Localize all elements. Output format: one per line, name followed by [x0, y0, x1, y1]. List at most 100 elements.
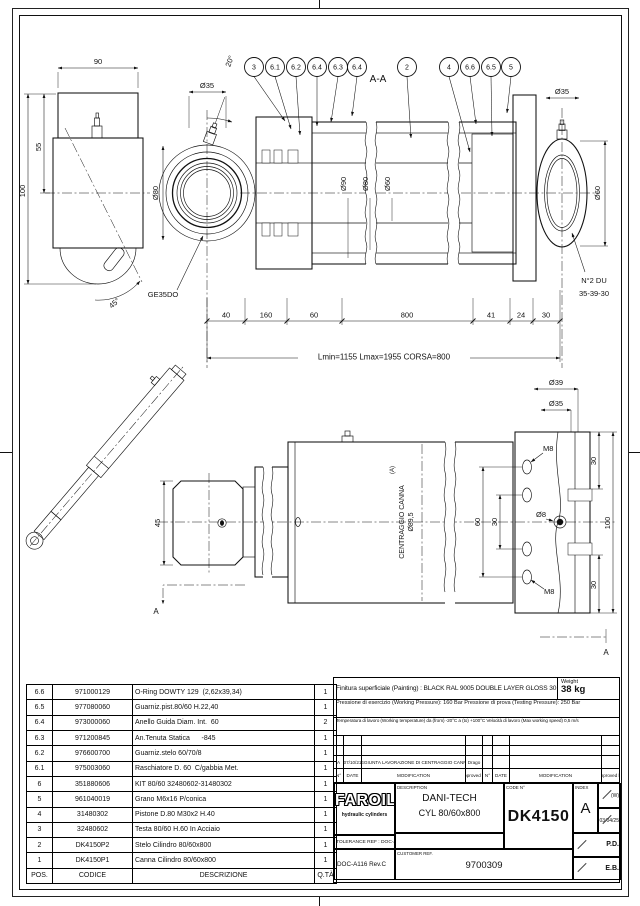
thread-top-label: M8: [543, 444, 553, 453]
svg-text:6.4: 6.4: [352, 65, 362, 72]
chain-dim-60: 60: [310, 311, 318, 320]
drawn-by-cell: P.D.: [573, 833, 621, 857]
tolerance-ref: TOLERANCE REF : DOC-A387: [334, 835, 395, 849]
pilot-dia35-label: Ø35: [549, 399, 563, 408]
svg-text:2: 2: [405, 65, 409, 72]
pos-cell: 4: [26, 806, 53, 823]
rev-date-header: DATE: [344, 769, 362, 782]
pressure-note: Pressione di esercizio (Working Pressure…: [336, 700, 581, 706]
code-cell: 976600700: [52, 745, 133, 762]
dim-100-label: 100: [20, 185, 27, 198]
desc-cell: Guarniz.stelo 60/70/8: [132, 745, 315, 762]
chain-dim-30: 30: [542, 311, 550, 320]
chain-dim-41: 41: [487, 311, 495, 320]
pos-cell: 1: [26, 852, 53, 869]
code-cell: 971000129: [52, 684, 133, 701]
index-cell: INDEX A: [573, 783, 598, 833]
pos-cell: 3: [26, 821, 53, 839]
dim-dia90-label: Ø90: [339, 177, 348, 191]
rev-mod-header: MODIFICATION: [510, 769, 602, 782]
logo-subtitle: hydraulic cylinders: [341, 812, 388, 818]
pos-header: POS.: [26, 867, 53, 885]
code-cell: CODE N° DK4150: [504, 783, 573, 849]
dim-dia80-section-label: Ø80: [361, 177, 370, 191]
centering-label: CENTRAGGIO CANNA: [399, 485, 406, 559]
frame-tick: [629, 452, 640, 453]
desc-cell: O-Ring DOWTY 129 (2,62x39,34): [132, 684, 315, 701]
rev-app-header: Approved by: [602, 773, 619, 778]
balloon: 6.4: [347, 57, 367, 117]
dim-20deg-label: 20°: [223, 54, 235, 68]
desc-cell: An.Tenuta Statica -845: [132, 730, 315, 747]
chain-dim-160: 160: [260, 311, 273, 320]
grease-nipple-icon: [202, 97, 225, 146]
svg-text:4: 4: [447, 65, 451, 72]
flange-dim-100: 100: [603, 517, 612, 530]
balloon: 6.1: [265, 57, 292, 130]
cylinder-outline-view: [25, 364, 187, 550]
index-label: INDEX: [575, 785, 589, 790]
pos-cell: 6.5: [26, 699, 53, 716]
section-label: A-A: [370, 74, 387, 85]
code-label: CODE N°: [506, 785, 525, 790]
index-value: A: [580, 800, 591, 817]
svg-text:6.1: 6.1: [270, 65, 280, 72]
rev-mod-header: MODIFICATION: [362, 769, 466, 782]
rev-no-header: N°: [483, 769, 493, 782]
balloon: 6.6: [460, 57, 480, 125]
code-header: CODICE: [52, 867, 133, 885]
doc-ref: DOC-A116 Rev.C: [334, 849, 395, 880]
pos-cell: 6.3: [26, 730, 53, 747]
section-view: Ø90 Ø80 Ø60 A-A 3 6.1 6.2 6.4 6.3 6.4 2 …: [240, 57, 600, 282]
end-view-right: Ø35 Ø60 N°2 DU 35-39-30: [536, 87, 609, 368]
frame-tick: [319, 897, 320, 906]
svg-text:6.3: 6.3: [333, 65, 343, 72]
balloon: 6.5: [481, 57, 501, 137]
customer-name: DANI-TECH: [422, 793, 477, 804]
dim-holes-inner-label: 30: [490, 518, 499, 526]
drawing-area: 90 55 100 45°: [18, 54, 617, 657]
signature-cell: 03/04/25: [598, 808, 621, 833]
code-cell: 351880606: [52, 775, 133, 793]
frame-tick: [0, 452, 12, 453]
dim-dia60-label: Ø60: [383, 177, 392, 191]
dim-45deg-label: 45°: [107, 296, 121, 310]
diagonal-divider: [577, 839, 587, 849]
dim-dia80-label: Ø80: [151, 186, 160, 200]
code-cell: 977080060: [52, 699, 133, 716]
weight-box: Weight 38 kg: [557, 678, 619, 699]
svg-text:6.6: 6.6: [465, 65, 475, 72]
dim-rod-flat-label: 45: [153, 519, 162, 527]
rev-date-header: DATE: [493, 769, 510, 782]
pos-cell: 6: [26, 775, 53, 793]
rev-no-header: N°: [334, 769, 344, 782]
balloon: 6.4: [307, 57, 327, 127]
dim-dia35-right-label: Ø35: [555, 87, 569, 96]
pos-cell: 6.2: [26, 745, 53, 762]
approved-by-cell: E.B.: [573, 856, 621, 880]
pos-cell: 2: [26, 837, 53, 854]
desc-cell: Guarniz.pist.80/60 H.22,40: [132, 699, 315, 716]
desc-cell: Stelo Cilindro 80/60x800: [132, 837, 315, 854]
dim-dia35-left-label: Ø35: [200, 81, 214, 90]
title-block: Finitura superficiale (Painting) : BLACK…: [333, 677, 621, 883]
flange-dim-30-bottom: 30: [589, 581, 598, 589]
balloon: 5: [501, 57, 521, 114]
rev-app-header: Approved by: [466, 769, 483, 782]
revision-header-row: N° DATE MODIFICATION Approved by N° DATE…: [334, 769, 619, 783]
cylinder-description: CYL 80/60x800: [418, 808, 481, 818]
svg-text:3: 3: [252, 65, 256, 72]
overall-length-label: Lmin=1155 Lmax=1955 CORSA=800: [318, 353, 451, 362]
